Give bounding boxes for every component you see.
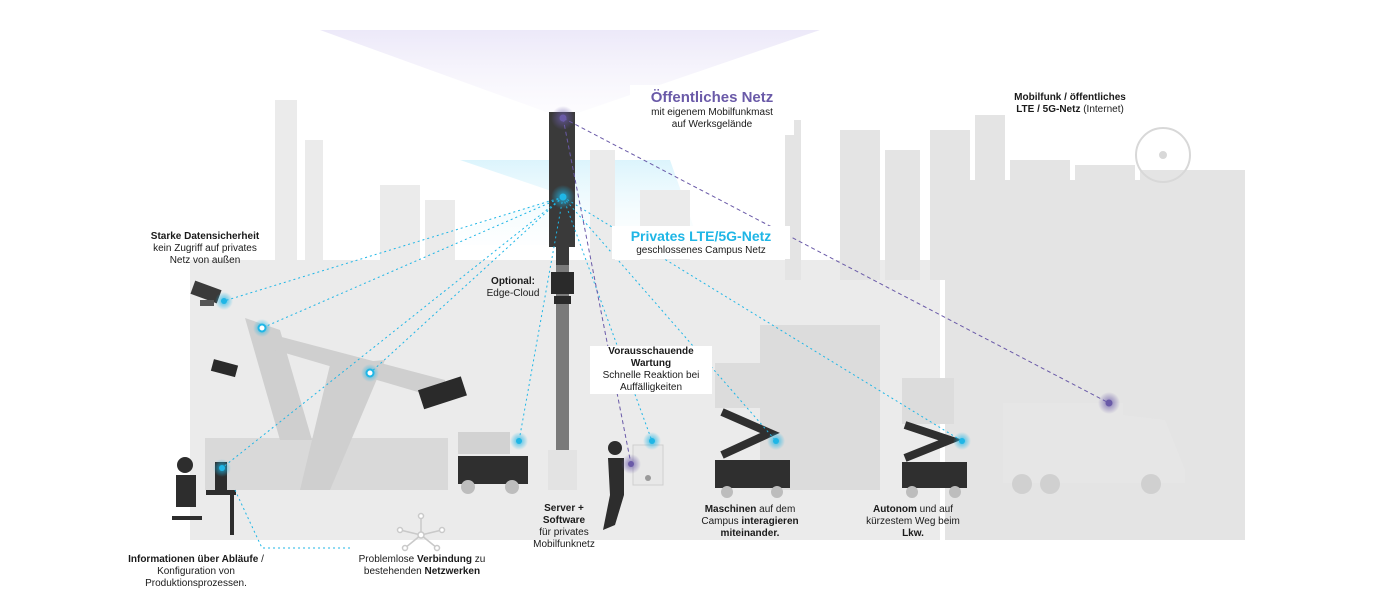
security-line1: Starke Datensicherheit [150,231,260,242]
autonomous-label: Autonom und auf kürzestem Weg beim Lkw. [858,504,968,540]
info-line2: Konfiguration von [157,566,235,577]
security-line2: kein Zugriff auf privates [153,243,257,254]
machines-bold: Maschinen [704,504,757,515]
connection-bold: Verbindung [417,554,472,565]
mobile-internet-network: LTE / 5G-Netz [1016,104,1081,115]
mobile-internet-line1: Mobilfunk / öffentliches [1014,92,1126,103]
security-camera-icon [190,280,222,306]
technician-figure [603,441,624,530]
mobile-mast [548,112,577,490]
machines-line3: miteinander. [720,528,780,539]
autonomous-line2: kürzestem Weg beim [866,516,960,527]
machines-line2-pre: Campus [701,516,742,527]
connection-line2-pre: bestehenden [363,566,425,577]
public-network-line2: auf Werksgelände [671,119,753,130]
machines-line2-bold: interagieren [741,516,799,527]
private-network-subtitle: geschlossenes Campus Netz [636,245,766,256]
public-signal-beam [320,30,820,118]
info-rest: / [258,554,264,565]
info-line3: Produktionsprozessen. [145,578,247,589]
mobile-internet-suffix: (Internet) [1080,104,1124,115]
info-label: Informationen über Abläufe / Konfigurati… [112,554,280,590]
private-network-label: Privates LTE/5G-Netz geschlossenes Campu… [612,226,790,259]
connection-pre: Problemlose [358,554,417,565]
edge-cloud-label: Optional: Edge-Cloud [478,276,548,300]
connection-label: Problemlose Verbindung zu bestehenden Ne… [348,554,496,578]
agv-cart [458,432,528,494]
public-network-line1: mit eigenem Mobilfunkmast [651,107,773,118]
maintenance-line4: Auffälligkeiten [619,382,683,393]
scissor-lift-1 [715,408,790,498]
mobile-internet-label: Mobilfunk / öffentliches LTE / 5G-Netz (… [990,92,1150,116]
network-nodes [213,106,1120,477]
robot-gripper-right [417,376,467,410]
edge-cloud-line2: Edge-Cloud [486,288,540,299]
security-label: Starke Datensicherheit kein Zugriff auf … [130,231,280,267]
machines-label: Maschinen auf dem Campus interagieren mi… [686,504,814,540]
network-hub-icon [396,512,446,552]
server-line2: Software [542,515,586,526]
autonomous-line3: Lkw. [902,528,924,539]
robot-gripper-left [210,359,239,378]
edge-cloud-line1: Optional: [491,276,535,287]
connection-line2-bold: Netzwerken [424,566,481,577]
machines-rest: auf dem [756,504,796,515]
private-connections [221,196,963,549]
connection-rest: zu [472,554,486,565]
public-connections [562,117,1110,465]
maintenance-line2: Wartung [630,358,672,369]
ferris-wheel-icon [1135,127,1191,183]
autonomous-rest: und auf [916,504,954,515]
private-network-title: Privates LTE/5G-Netz [630,228,772,244]
maintenance-label: Vorausschauende Wartung Schnelle Reaktio… [590,346,712,394]
security-line3: Netz von außen [169,255,241,266]
autonomous-bold: Autonom [872,504,917,515]
server-line3: für privates [539,527,589,538]
scissor-lift-2 [902,421,967,498]
truck-silhouette [1003,403,1185,494]
server-label: Server + Software für privates Mobilfunk… [520,503,608,551]
info-bold: Informationen über Abläufe [128,554,259,565]
maintenance-line1: Vorausschauende [608,346,694,357]
server-line4: Mobilfunknetz [533,539,595,550]
public-network-title: Öffentliches Netz [650,89,774,106]
public-network-label: Öffentliches Netz mit eigenem Mobilfunkm… [630,85,794,135]
server-line1: Server + [544,503,584,514]
maintenance-line3: Schnelle Reaktion bei [602,370,700,381]
